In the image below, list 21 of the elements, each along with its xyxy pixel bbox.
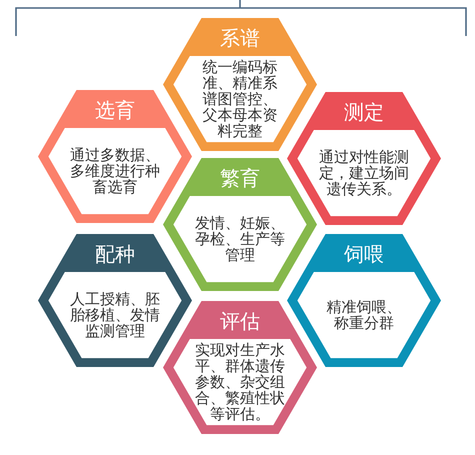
- section-heading: 选育: [95, 98, 135, 122]
- description-text: 通过多数据、多维度进行种畜选育: [69, 146, 161, 194]
- hexagon-tile: [163, 300, 317, 434]
- description-text: 人工授精、胚胎移植、发情监测管理: [69, 290, 161, 338]
- section-heading: 系谱: [220, 26, 260, 50]
- description-text: 通过对性能测定，建立场间遗传关系。: [318, 148, 410, 196]
- hexagon-tile: [38, 234, 192, 366]
- section-heading: 繁育: [220, 166, 260, 190]
- hexagon-tile: [287, 234, 441, 366]
- hexagon-tile: [38, 90, 192, 222]
- description-text: 统一编码标准、精准系谱图管控、父本母本资料完整: [202, 58, 278, 138]
- description-text: 实现对生产水平、群体遗传参数、杂交组合、繁殖性状等评估。: [194, 342, 286, 422]
- hexagon-tile: [287, 92, 441, 224]
- description-text: 发情、妊娠、孕检、生产等管理: [194, 214, 286, 262]
- section-heading: 评估: [220, 308, 260, 332]
- hexagon-tile: [163, 158, 317, 290]
- hexagon-tile: [163, 18, 317, 150]
- description-text: 精准饲喂、称重分群: [326, 298, 402, 330]
- section-heading: 饲喂: [344, 242, 384, 266]
- section-heading: 配种: [95, 242, 135, 266]
- section-heading: 测定: [344, 100, 384, 124]
